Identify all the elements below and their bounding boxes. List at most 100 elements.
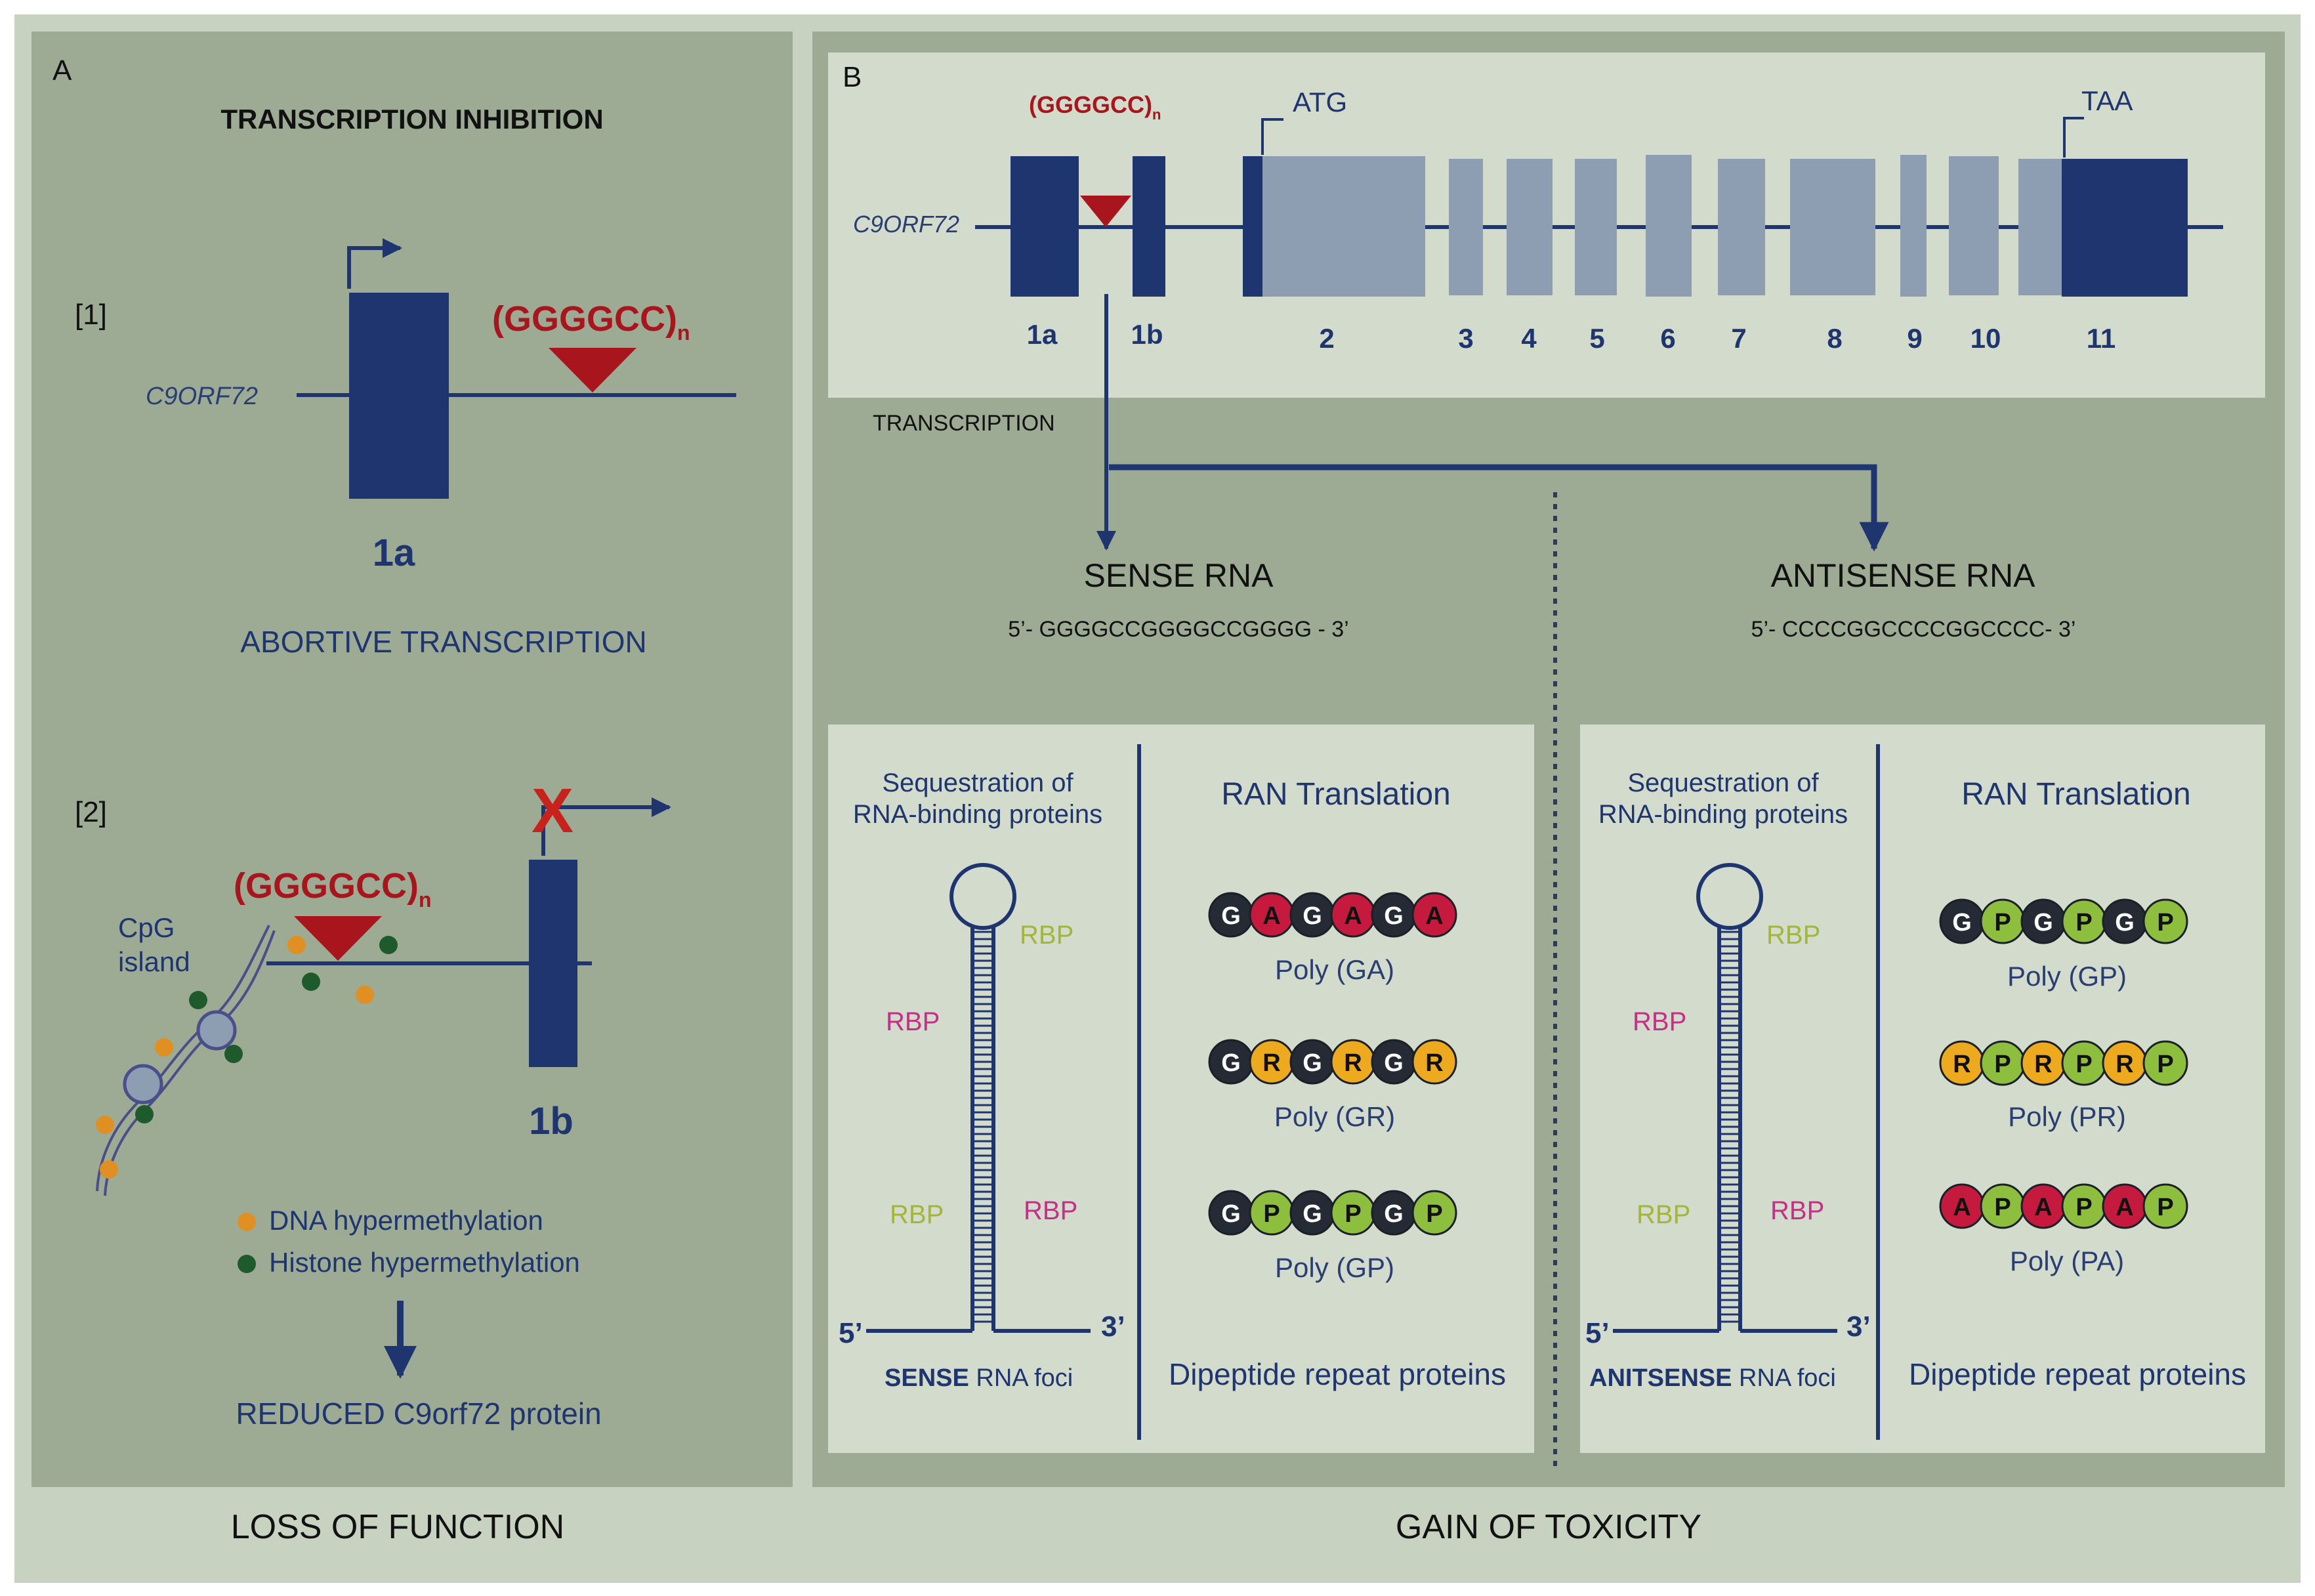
exon-2-coding-start xyxy=(1243,156,1262,297)
transcription-label: TRANSCRIPTION xyxy=(873,411,1055,436)
sequestration-line1: Sequestration of xyxy=(1627,768,1819,797)
amino-acid-letter: P xyxy=(2075,1051,2092,1078)
exon-number: 10 xyxy=(1971,323,2001,354)
poly-label: Poly (PR) xyxy=(2008,1101,2126,1132)
exon-1b-block xyxy=(529,860,577,1067)
panel-b-letter: B xyxy=(843,61,862,93)
amino-acid-bead xyxy=(2142,1183,2188,1229)
exon-number: 4 xyxy=(1521,323,1537,354)
repeat-triangle-b xyxy=(1080,196,1131,227)
amino-acid-letter: P xyxy=(1263,1200,1280,1228)
cpg-island-strand-2 xyxy=(104,930,276,1196)
histone-methyl-dot xyxy=(189,991,207,1009)
exon-number: 8 xyxy=(1827,323,1842,354)
repeat-triangle-m2 xyxy=(294,916,382,961)
loss-of-function-label: LOSS OF FUNCTION xyxy=(231,1508,564,1546)
poly-label: Poly (PA) xyxy=(2010,1246,2124,1276)
repeat-label-m1: (GGGGCC)n xyxy=(492,299,690,345)
legend-dna-label: DNA hypermethylation xyxy=(269,1205,543,1236)
amino-acid-letter: P xyxy=(2157,909,2173,936)
taa-label: TAA xyxy=(2081,85,2133,116)
dna-methyl-dot xyxy=(96,1116,114,1134)
foci-bold: ANITSENSE xyxy=(1589,1364,1732,1392)
exon-8 xyxy=(1790,159,1875,295)
rbp-label: RBP xyxy=(1770,1196,1824,1225)
legend-histone-dot xyxy=(238,1255,256,1273)
hairpin-rungs xyxy=(1719,931,1740,1323)
repeat-sub-m1: n xyxy=(677,321,690,345)
antisense-rna-title: ANTISENSE RNA xyxy=(1771,557,2036,594)
histone-methyl-dot xyxy=(379,936,398,954)
hairpin-rungs xyxy=(972,931,993,1323)
dipeptide-label: Dipeptide repeat proteins xyxy=(1909,1357,2246,1391)
sense-box: Sequestration of RNA-binding proteins 5’… xyxy=(828,724,1534,1453)
sequestration-line1: Sequestration of xyxy=(882,768,1074,797)
panel-a-background xyxy=(31,32,793,1487)
dna-methyl-dot xyxy=(155,1038,173,1057)
amino-acid-bead xyxy=(1411,1039,1457,1085)
exon-11 xyxy=(2062,159,2188,297)
amino-acid-letter: R xyxy=(2116,1051,2133,1078)
repeat-text-b: (GGGGCC) xyxy=(1029,91,1152,118)
panel-a-letter: A xyxy=(52,54,72,87)
gain-of-toxicity-label: GAIN OF TOXICITY xyxy=(1396,1508,1701,1546)
amino-acid-letter: G xyxy=(1303,1049,1322,1077)
exon-1a xyxy=(1011,156,1079,297)
abortive-transcription: ABORTIVE TRANSCRIPTION xyxy=(240,625,646,659)
exon-10 xyxy=(1949,156,1999,295)
amino-acid-bead xyxy=(2142,898,2188,944)
exon-number: 3 xyxy=(1458,323,1473,354)
amino-acid-letter: A xyxy=(1953,1194,1971,1221)
rbp-label: RBP xyxy=(1020,921,1074,950)
amino-acid-bead xyxy=(2142,1040,2188,1086)
panel-a-title: TRANSCRIPTION INHIBITION xyxy=(220,104,603,135)
exon-label-1a: 1a xyxy=(373,532,415,574)
exon-label-1b-m2: 1b xyxy=(529,1100,574,1143)
antisense-branch xyxy=(1109,464,1889,552)
five-prime: 5’ xyxy=(1585,1317,1610,1349)
repeat-sub-b: n xyxy=(1152,106,1161,123)
amino-acid-letter: P xyxy=(2157,1194,2173,1221)
exon-5 xyxy=(1575,159,1617,295)
amino-acid-letter: P xyxy=(1345,1200,1361,1228)
rbp-label: RBP xyxy=(1024,1196,1077,1225)
exon-1b xyxy=(1133,156,1165,297)
histone-methyl-dot xyxy=(224,1045,243,1063)
amino-acid-letter: A xyxy=(1262,902,1280,930)
exon-2 xyxy=(1262,156,1425,297)
rbp-label: RBP xyxy=(1766,921,1820,950)
hairpin-loop xyxy=(1696,863,1763,930)
amino-acid-letter: A xyxy=(1425,902,1443,930)
foci-rest: RNA foci xyxy=(969,1364,1073,1392)
repeat-text-m1: (GGGGCC) xyxy=(492,299,677,339)
poly-label: Poly (GP) xyxy=(1275,1252,1394,1283)
sense-rna-title: SENSE RNA xyxy=(1084,557,1274,594)
legend-histone-label: Histone hypermethylation xyxy=(269,1247,580,1278)
amino-acid-letter: P xyxy=(1994,1194,2011,1221)
amino-acid-bead xyxy=(1411,892,1457,938)
cpg-line-2: island xyxy=(118,946,190,977)
amino-acid-letter: A xyxy=(2034,1194,2052,1221)
amino-acid-letter: R xyxy=(1262,1049,1280,1077)
amino-acid-letter: G xyxy=(1952,909,1972,936)
tss-arrow-1a xyxy=(347,238,402,289)
sense-box-bg xyxy=(828,724,1534,1453)
sense-foci-label: SENSE RNA foci xyxy=(885,1364,1073,1392)
exon-7 xyxy=(1718,159,1765,295)
reduced-protein-label: REDUCED C9orf72 protein xyxy=(236,1396,601,1431)
exon-6 xyxy=(1646,155,1692,297)
exon-labels: 1a 1b 2 3 4 5 6 7 8 9 10 11 xyxy=(1027,319,2116,354)
dipeptide-label: Dipeptide repeat proteins xyxy=(1169,1357,1506,1391)
gene-label-m1: C9ORF72 xyxy=(146,383,258,410)
atg-label: ATG xyxy=(1293,87,1347,117)
exon-number: 1a xyxy=(1027,319,1058,350)
sense-rna-sequence: 5’- GGGGCCGGGGCCGGGG - 3’ xyxy=(1008,617,1348,642)
rbp-label: RBP xyxy=(1633,1007,1686,1036)
amino-acid-letter: R xyxy=(1344,1049,1362,1077)
foci-rest: RNA foci xyxy=(1732,1364,1835,1392)
amino-acid-letter: P xyxy=(2075,1194,2092,1221)
rbp-label: RBP xyxy=(886,1007,940,1036)
exon-11-noncoding xyxy=(2018,159,2062,295)
